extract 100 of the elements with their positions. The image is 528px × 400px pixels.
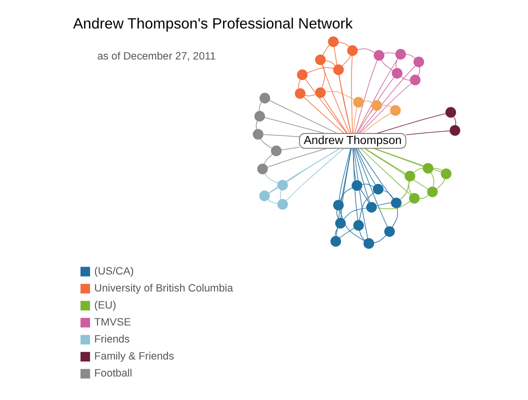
node-circle: [252, 128, 264, 140]
node-box: Andrew Thompson: [299, 133, 406, 149]
connector: [303, 96, 344, 134]
connector: [340, 210, 365, 242]
connector: [258, 102, 262, 112]
legend-label: University of British Columbia: [94, 282, 234, 294]
node-circle: [330, 236, 342, 247]
node-circle: [413, 56, 424, 68]
connector: [343, 208, 367, 220]
connector: [356, 108, 374, 134]
node-circle: [366, 202, 377, 213]
node-circle: [409, 192, 420, 204]
node-circle: [277, 199, 288, 210]
node-circle: [294, 88, 306, 99]
legend-label: Friends: [94, 333, 130, 346]
connector: [338, 148, 351, 201]
node-circle: [296, 69, 308, 80]
connector: [340, 148, 352, 218]
connector: [358, 148, 394, 200]
connector: [357, 48, 376, 54]
connector: [336, 210, 339, 219]
connector: [406, 130, 450, 136]
connector: [269, 100, 338, 134]
node-circle: [353, 96, 364, 108]
connector: [376, 113, 446, 134]
node-circle: [371, 100, 382, 111]
legend-label: Football: [94, 367, 132, 380]
connector: [356, 58, 398, 134]
node-circle: [347, 45, 358, 56]
connector: [352, 148, 358, 221]
connector: [413, 168, 424, 174]
connector: [400, 76, 411, 80]
connector: [353, 106, 358, 134]
node-circle: [395, 48, 406, 60]
node-circle: [257, 164, 268, 174]
connector: [351, 55, 353, 134]
connector: [453, 116, 456, 126]
connector: [256, 120, 258, 130]
node-circle: [372, 184, 384, 194]
node-circle: [440, 168, 452, 180]
node-circle: [352, 180, 362, 191]
connector: [280, 190, 282, 200]
connector: [360, 82, 412, 134]
connector: [376, 200, 411, 210]
connector: [281, 146, 300, 150]
legend-label: (US/CA): [94, 265, 134, 278]
node-circle: [404, 170, 416, 182]
connector: [322, 64, 350, 134]
connector: [268, 148, 340, 194]
connector: [334, 46, 352, 134]
connector: [359, 192, 375, 221]
connector: [354, 60, 378, 134]
connector: [362, 112, 392, 134]
node-circle: [450, 125, 460, 136]
connector: [354, 148, 370, 203]
connector: [358, 65, 416, 134]
connector: [360, 188, 370, 204]
connector: [353, 148, 368, 239]
node-circle: [422, 162, 434, 174]
connector: [362, 100, 373, 104]
node-circle: [315, 54, 326, 66]
node-circle: [315, 87, 326, 98]
node-circle: [259, 190, 270, 202]
node-circle: [445, 107, 456, 118]
connector: [364, 148, 428, 190]
node-circle: [390, 198, 402, 208]
connector: [356, 148, 376, 186]
node-circle: [260, 92, 270, 104]
node-circle: [333, 200, 344, 210]
legend-label: TMVSE: [94, 316, 131, 328]
node-circle: [254, 110, 266, 122]
connector: [324, 91, 355, 100]
connector: [324, 60, 336, 66]
connector: [360, 148, 411, 196]
connector: [418, 66, 420, 76]
connector: [376, 202, 392, 206]
node-circle: [270, 146, 282, 156]
node-circle: [335, 218, 346, 229]
connector: [408, 180, 412, 194]
connector: [396, 58, 398, 69]
connector: [322, 44, 330, 56]
label: as of December 27, 2011: [97, 50, 216, 62]
connector: [364, 148, 406, 174]
connector: [306, 67, 334, 74]
connector: [264, 154, 273, 164]
connector: [362, 184, 374, 188]
connector: [268, 199, 278, 204]
connector: [322, 64, 326, 88]
connector: [304, 94, 316, 96]
node-circle: [410, 74, 421, 86]
connector: [268, 187, 279, 194]
connector: [304, 78, 348, 134]
node-circle: [390, 105, 401, 116]
connector: [267, 148, 328, 168]
connector: [334, 227, 338, 237]
connector: [262, 134, 300, 138]
connector: [436, 178, 446, 190]
connector: [339, 228, 355, 238]
connector: [342, 54, 352, 66]
connector: [264, 117, 326, 134]
